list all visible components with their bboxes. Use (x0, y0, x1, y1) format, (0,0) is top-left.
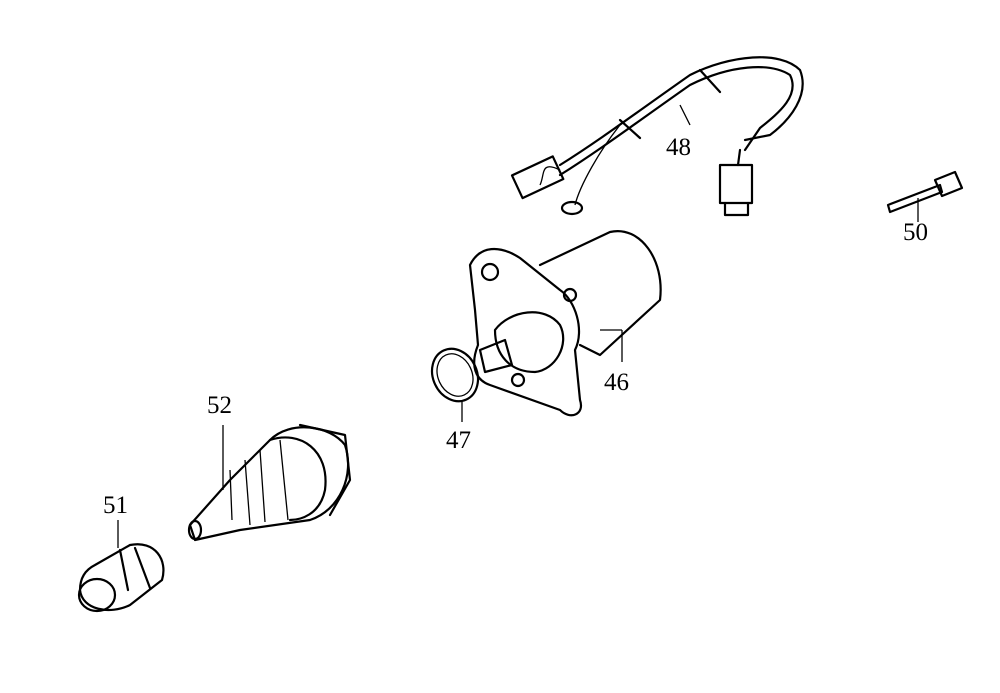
bolt-part (886, 170, 964, 222)
clutch-gear-part (187, 423, 352, 542)
cap-part (77, 520, 165, 613)
o-ring-part (430, 347, 480, 422)
part-number-50: 50 (903, 219, 928, 246)
part-number-52: 52 (207, 392, 232, 419)
starter-motor-part (468, 230, 662, 417)
wire-harness-part (510, 56, 804, 217)
part-number-51: 51 (103, 492, 128, 519)
part-number-47: 47 (446, 427, 471, 454)
part-number-46: 46 (604, 369, 629, 396)
part-number-48: 48 (666, 134, 691, 161)
